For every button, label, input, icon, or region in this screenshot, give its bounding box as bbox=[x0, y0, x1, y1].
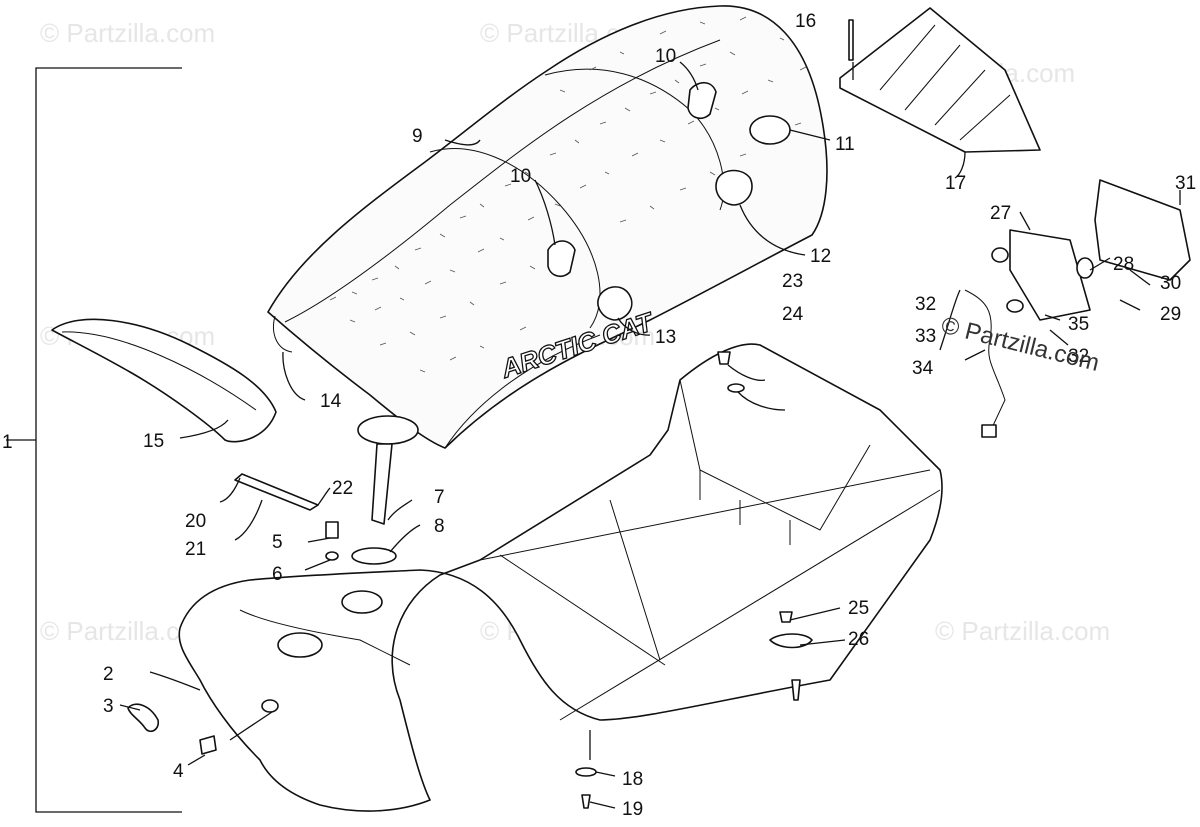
grommet bbox=[991, 247, 1009, 263]
callout-33: 33 bbox=[915, 326, 936, 347]
seat-knob bbox=[597, 286, 633, 321]
callout-32: 32 bbox=[915, 294, 936, 315]
callout-3: 3 bbox=[103, 696, 114, 717]
washer bbox=[727, 383, 745, 393]
callout-10: 10 bbox=[655, 46, 676, 67]
callout-15: 15 bbox=[143, 431, 164, 452]
callout-21: 21 bbox=[185, 539, 206, 560]
callout-31: 31 bbox=[1175, 173, 1196, 194]
taillight-housing bbox=[1009, 229, 1091, 321]
seat-strap-handle bbox=[687, 81, 717, 120]
rear-rack bbox=[839, 7, 1041, 153]
rivet bbox=[848, 19, 854, 61]
screw bbox=[581, 794, 591, 809]
fuel-cap bbox=[357, 415, 419, 445]
callout-10b: 10 bbox=[510, 166, 531, 187]
callout-35: 35 bbox=[1068, 314, 1089, 335]
callout-24: 24 bbox=[782, 304, 804, 325]
drain-plug bbox=[199, 735, 217, 755]
seat-knob bbox=[715, 169, 753, 206]
tank-fitting bbox=[261, 699, 279, 713]
gasket bbox=[769, 633, 813, 649]
callout-25: 25 bbox=[848, 598, 869, 619]
callout-18: 18 bbox=[622, 769, 643, 790]
fuel-tank-body bbox=[178, 343, 943, 812]
callout-20: 20 bbox=[185, 511, 206, 532]
callout-12: 12 bbox=[810, 246, 831, 267]
connector bbox=[981, 424, 997, 438]
assembly-bracket bbox=[6, 67, 182, 813]
bolt bbox=[791, 679, 801, 701]
callout-4: 4 bbox=[173, 761, 184, 782]
callout-6: 6 bbox=[272, 564, 283, 585]
fitting bbox=[325, 521, 339, 539]
callout-8: 8 bbox=[434, 516, 445, 537]
seat-emblem bbox=[749, 115, 791, 145]
tank-opening bbox=[277, 632, 323, 658]
wire-harness bbox=[964, 289, 1006, 433]
callout-14: 14 bbox=[320, 391, 342, 412]
grommet bbox=[325, 551, 339, 561]
fuel-filler-neck bbox=[341, 590, 383, 614]
washer bbox=[575, 767, 597, 777]
taillight-lens bbox=[1094, 179, 1191, 281]
callout-5: 5 bbox=[272, 532, 283, 553]
callout-27: 27 bbox=[990, 203, 1011, 224]
bulb bbox=[1076, 257, 1094, 279]
callout-13: 13 bbox=[655, 327, 676, 348]
callout-26: 26 bbox=[848, 629, 869, 650]
callout-32b: 32 bbox=[1068, 346, 1089, 367]
watermark: © Partzilla.com bbox=[935, 616, 1110, 646]
callout-30: 30 bbox=[1160, 273, 1181, 294]
nut bbox=[717, 351, 731, 365]
callout-9: 9 bbox=[412, 126, 423, 147]
fuel-line bbox=[234, 473, 319, 511]
callout-16: 16 bbox=[795, 11, 816, 32]
callout-28: 28 bbox=[1113, 254, 1134, 275]
nut bbox=[779, 611, 793, 623]
callout-2: 2 bbox=[103, 664, 114, 685]
fuel-tank-assembly bbox=[178, 343, 943, 812]
grommet bbox=[1006, 299, 1024, 313]
seat-cover bbox=[266, 5, 828, 449]
callout-7: 7 bbox=[434, 487, 445, 508]
side-panel bbox=[51, 318, 277, 443]
callout-17: 17 bbox=[945, 173, 966, 194]
callout-34: 34 bbox=[912, 358, 934, 379]
callout-11: 11 bbox=[835, 134, 855, 155]
callout-29: 29 bbox=[1160, 304, 1181, 325]
callout-22: 22 bbox=[332, 478, 353, 499]
callout-1: 1 bbox=[2, 432, 13, 453]
fuel-gauge-stem bbox=[371, 443, 393, 525]
callout-23: 23 bbox=[782, 271, 803, 292]
watermark: © Partzilla.com bbox=[40, 18, 215, 48]
callout-labels: 1 2 3 4 5 6 7 8 9 10 10 11 12 13 14 15 1… bbox=[2, 11, 1196, 820]
clamp bbox=[127, 703, 160, 732]
fuel-cap-gasket bbox=[351, 547, 397, 565]
callout-19: 19 bbox=[622, 799, 643, 820]
seat-strap-handle bbox=[547, 240, 576, 278]
